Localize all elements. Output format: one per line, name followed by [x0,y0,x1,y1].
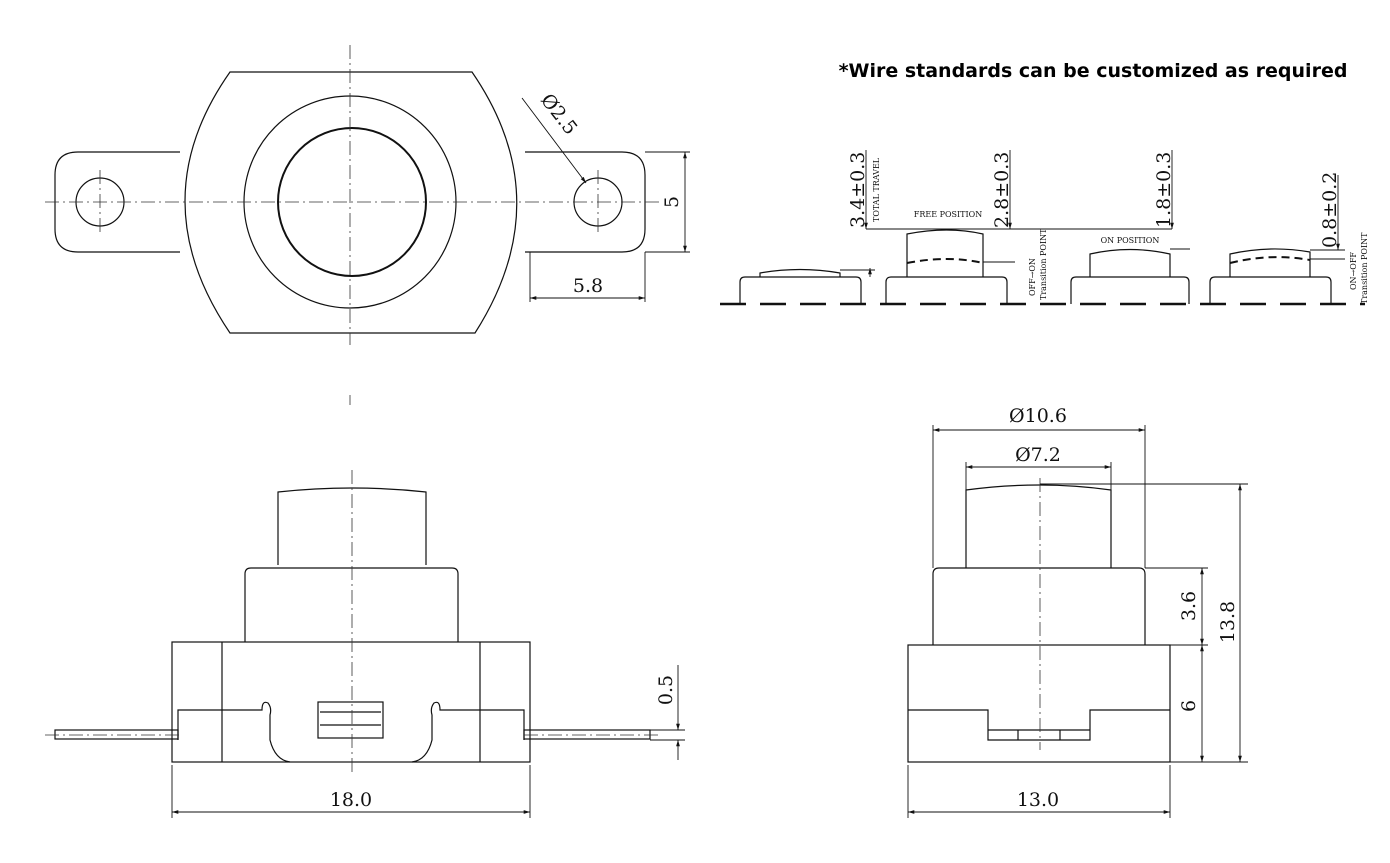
top-view: 5 5.8 Ø2.5 [45,45,690,405]
free-position-label: FREE POSITION [914,210,982,219]
side-view: Ø10.6 Ø7.2 13.8 3.6 6 13.0 [907,405,1248,818]
front-view: 18.0 0.5 [45,470,685,818]
travel-diagram: 3.4±0.3 TOTAL TRAVEL FREE POSITION 2.8±0… [720,150,1369,306]
on-position-label: ON POSITION [1101,236,1160,245]
dim-total-height: 13.8 [1217,601,1239,643]
dim-offset: 5.8 [573,275,603,297]
free-position-value: 2.8±0.3 [991,152,1013,228]
on-off-sub: Transition POINT [1360,232,1369,304]
dim-height: 5 [661,196,683,208]
dim-hole-dia: Ø2.5 [536,90,582,140]
off-on-label: OFF→ON [1028,258,1037,296]
total-travel-label: TOTAL TRAVEL [872,157,881,222]
dim-base-height: 6 [1178,700,1200,712]
off-on-sub: Transition POINT [1039,228,1048,300]
dim-cap-height: 3.6 [1178,591,1200,621]
dim-outer-dia: Ø10.6 [1009,405,1067,427]
dim-side-width: 13.0 [1017,789,1059,811]
wire-note: *Wire standards can be customized as req… [839,60,1348,82]
dim-pin: 0.5 [655,675,677,705]
on-position-value: 1.8±0.3 [1153,152,1175,228]
dim-width: 18.0 [330,789,372,811]
on-off-value: 0.8±0.2 [1319,172,1341,248]
total-travel-value: 3.4±0.3 [847,152,869,228]
on-off-label: ON→OFF [1349,252,1358,290]
dim-button-dia: Ø7.2 [1015,444,1061,466]
